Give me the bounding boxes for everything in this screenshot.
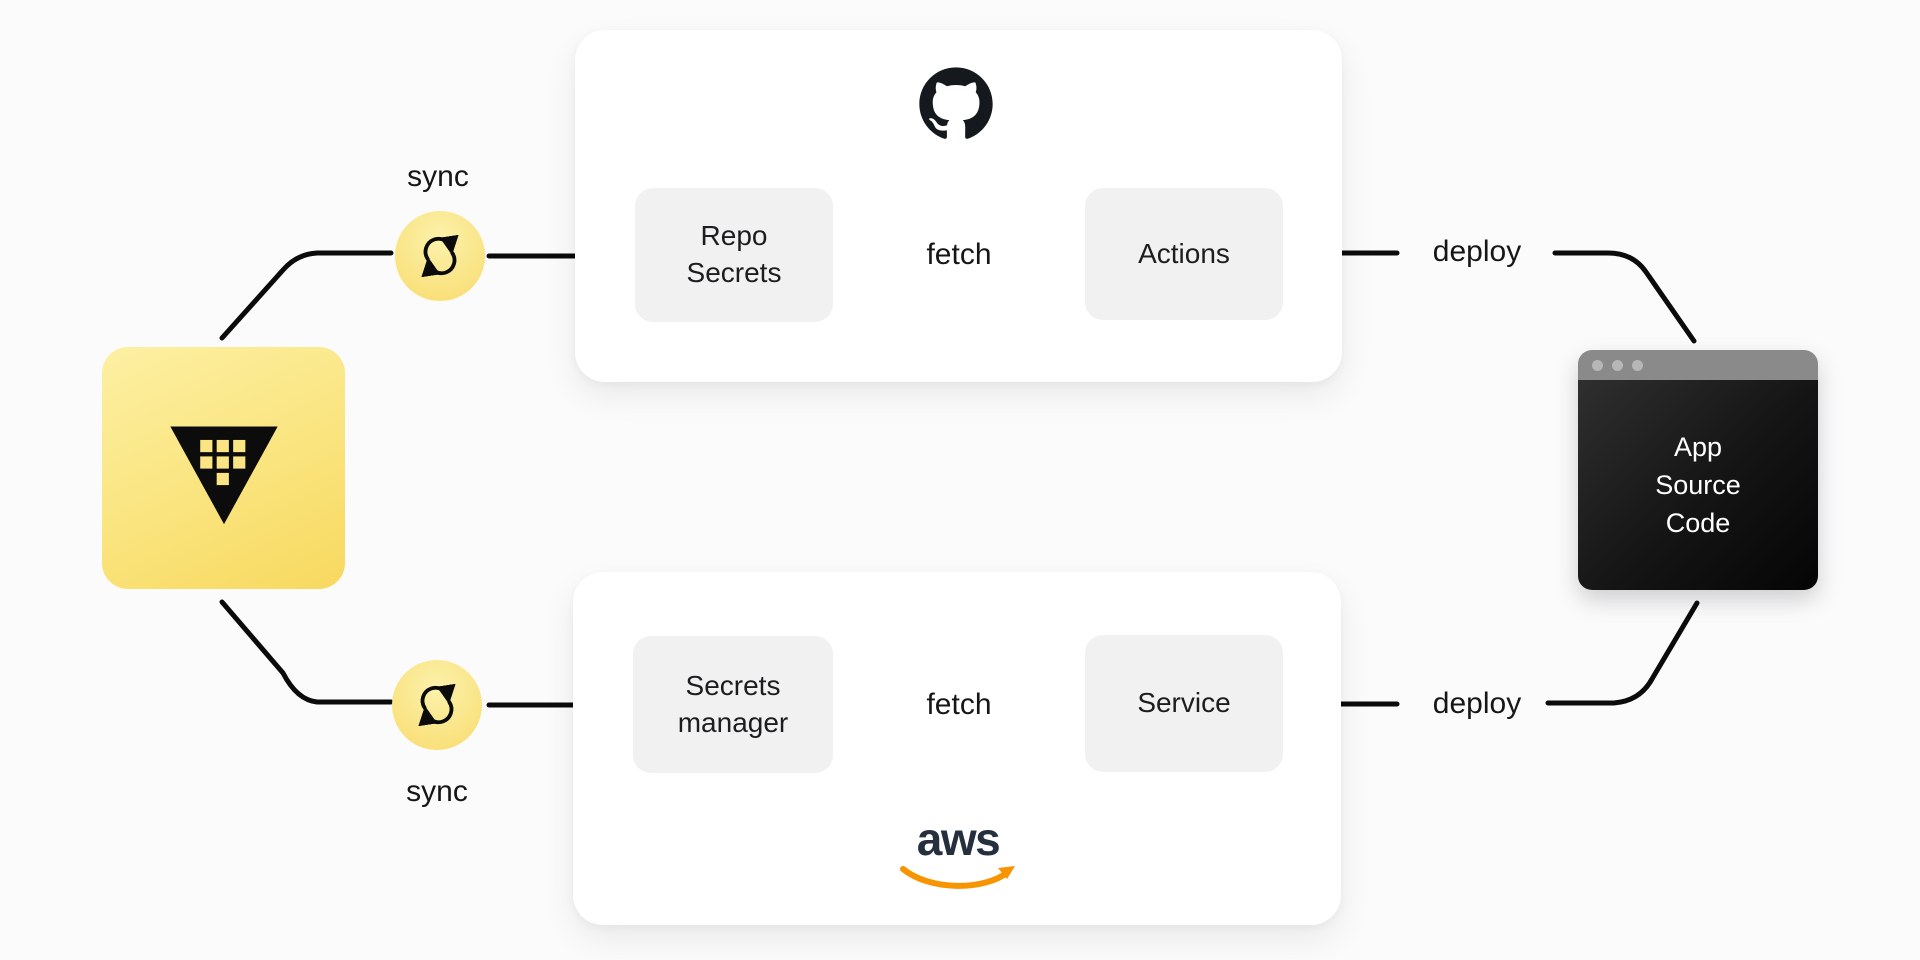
bottom-fetch-label: fetch [926,688,992,721]
window-text-line: App [1673,432,1723,462]
window-dot-icon [1632,359,1643,371]
bottom-deploy-label: deploy [1432,687,1522,720]
window-body: App Source Code [1578,380,1818,590]
connector-bottom-deploy-right [1545,600,1700,706]
window-titlebar [1578,350,1818,380]
window-dot-icon [1592,359,1603,371]
aws-logo: aws [898,816,1018,908]
top-sync-label: sync [407,160,469,193]
bottom-sync-badge [392,660,482,750]
vault-tile [102,347,345,589]
top-fetch-label: fetch [926,238,992,271]
window-text-line: Code [1665,508,1731,538]
actions-node: Actions [1085,188,1283,320]
secrets-manager-node: Secrets manager [633,636,833,773]
repo-secrets-node: Repo Secrets [635,188,833,322]
vault-icon [169,426,278,525]
aws-logo-text: aws [916,813,1001,865]
connector-vault-to-bottom-sync [219,599,394,705]
connector-vault-to-top-sync [219,250,394,341]
sync-refresh-icon [421,234,459,278]
top-sync-badge [395,211,485,301]
app-source-code-window: App Source Code [1578,350,1818,590]
connector-top-deploy-right [1552,250,1697,344]
sync-refresh-icon [418,683,456,727]
bottom-sync-label: sync [406,775,468,808]
window-text-line: Source [1655,470,1741,500]
aws-smile-arrow-icon [900,866,1015,889]
service-node: Service [1085,635,1283,772]
top-deploy-label: deploy [1432,235,1522,268]
github-octocat-icon [919,67,993,139]
window-dot-icon [1612,359,1623,371]
